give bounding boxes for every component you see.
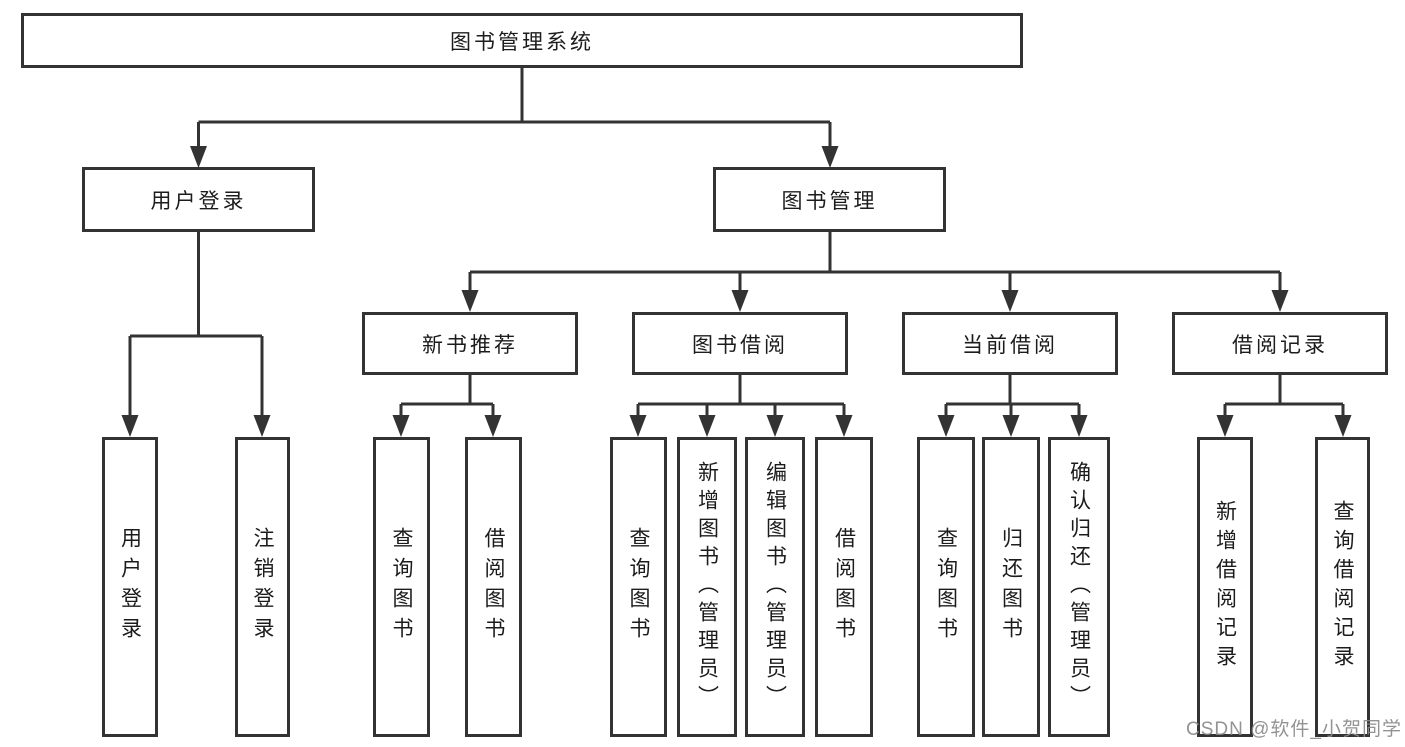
node-library-system-root: 图书管理系统: [21, 13, 1023, 68]
leaf-add-borrow-record: 新增借阅记录: [1197, 437, 1253, 737]
connector-new-book-children: [399, 375, 495, 417]
leaf-confirm-return-admin: 确认归还（管理员）: [1048, 437, 1110, 737]
leaf-user-login: 用户登录: [102, 437, 158, 737]
leaf-edit-books-admin: 编辑图书（管理员）: [745, 437, 805, 737]
csdn-watermark: CSDN @软件_小贺同学: [1186, 719, 1402, 740]
node-new-book-recommendation: 新书推荐: [362, 312, 578, 375]
leaf-add-books-admin: 新增图书（管理员）: [677, 437, 737, 737]
connector-root-to-level2: [197, 68, 832, 148]
node-book-borrowing: 图书借阅: [632, 312, 848, 375]
node-user-login: 用户登录: [82, 167, 315, 232]
arrowheads: [121, 146, 1352, 437]
leaf-logout-login: 注销登录: [235, 437, 290, 737]
connector-borrowing-records-children: [1223, 375, 1345, 417]
leaf-query-books-newbook: 查询图书: [373, 437, 430, 737]
leaf-return-books: 归还图书: [982, 437, 1040, 737]
connector-book-management-children: [468, 232, 1282, 292]
node-book-management: 图书管理: [713, 167, 946, 232]
leaf-borrow-books: 借阅图书: [815, 437, 873, 737]
connector-book-borrowing-children: [636, 375, 846, 417]
connector-current-borrowing-children: [944, 375, 1081, 417]
leaf-query-books-current: 查询图书: [917, 437, 975, 737]
leaf-query-books-borrow: 查询图书: [610, 437, 667, 737]
leaf-query-borrow-record: 查询借阅记录: [1315, 437, 1370, 737]
node-current-borrowing: 当前借阅: [902, 312, 1118, 375]
leaf-borrow-books-newbook: 借阅图书: [465, 437, 522, 737]
connector-user-login-children: [128, 232, 264, 417]
node-borrowing-records: 借阅记录: [1172, 312, 1388, 375]
